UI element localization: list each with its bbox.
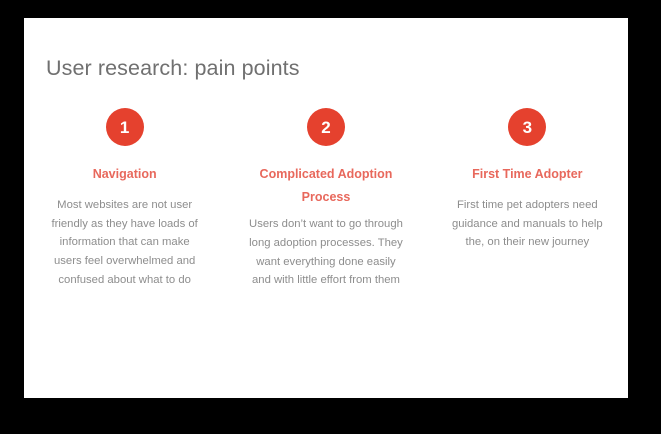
pain-point-column-3: 3 First Time Adopter First time pet adop… (427, 108, 628, 252)
step-number-badge: 1 (105, 108, 144, 146)
pain-point-columns: 1 Navigation Most websites are not user … (24, 108, 628, 290)
step-number-badge: 3 (508, 108, 547, 146)
page-title: User research: pain points (46, 56, 300, 80)
pain-point-heading: First Time Adopter (472, 167, 583, 181)
slide-card: User research: pain points 1 Navigation … (24, 18, 628, 398)
pain-point-heading: Navigation (92, 167, 157, 181)
pain-point-body: Most websites are not user friendly as t… (51, 199, 198, 286)
pain-point-heading: Complicated Adoption Process (259, 167, 393, 205)
pain-point-body: First time pet adopters need guidance an… (451, 199, 603, 249)
pain-point-column-1: 1 Navigation Most websites are not user … (24, 108, 225, 289)
step-number-badge: 2 (306, 108, 345, 146)
pain-point-body: Users don’t want to go through long adop… (249, 218, 403, 287)
pain-point-column-2: 2 Complicated Adoption Process Users don… (225, 108, 426, 290)
